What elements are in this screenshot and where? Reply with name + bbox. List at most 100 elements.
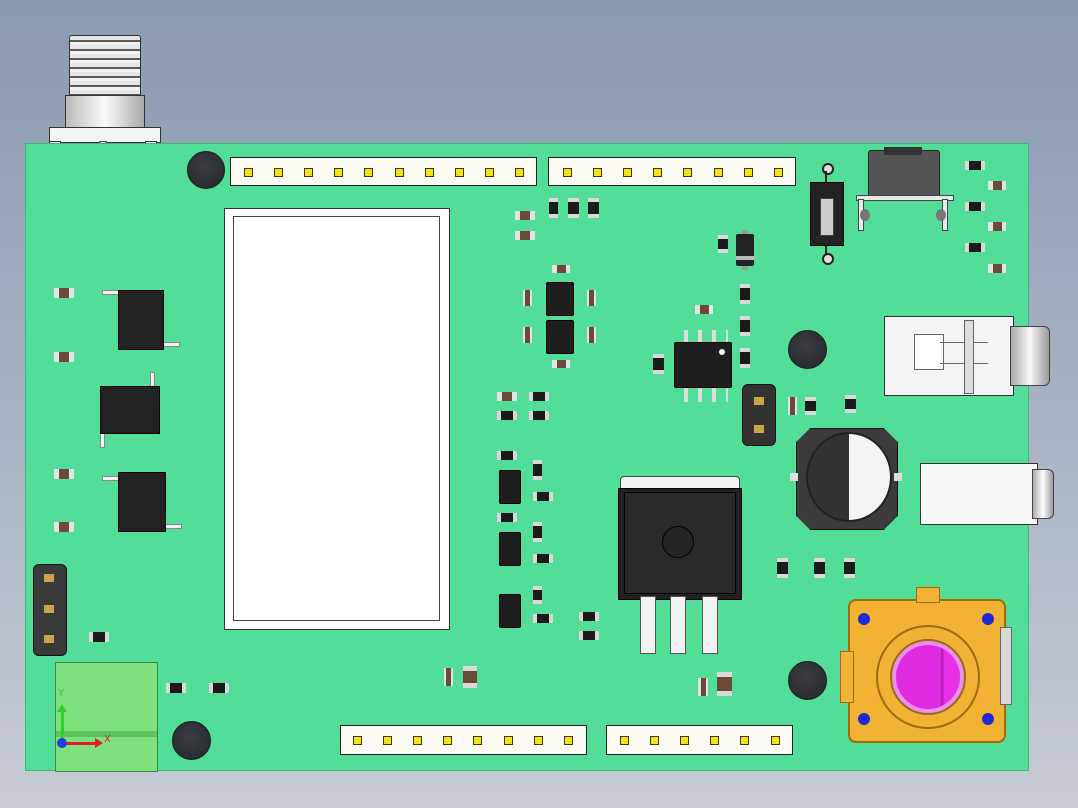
header-pin bbox=[353, 736, 362, 745]
header-pin bbox=[653, 168, 663, 177]
soic8-ic bbox=[672, 330, 734, 402]
sot23-transistor bbox=[499, 594, 521, 628]
audio-jack-icon[interactable] bbox=[920, 463, 1056, 525]
pin-header-2[interactable] bbox=[742, 384, 776, 446]
resistor bbox=[444, 668, 453, 686]
resistor bbox=[988, 222, 1006, 231]
header-pin bbox=[680, 736, 690, 745]
display-module[interactable] bbox=[224, 208, 450, 630]
header-pin bbox=[713, 168, 723, 177]
slide-switch-icon[interactable] bbox=[810, 163, 844, 265]
resistor bbox=[54, 522, 74, 532]
header-pin bbox=[424, 168, 434, 177]
mounting-hole-bottom-right bbox=[788, 661, 827, 700]
capacitor bbox=[529, 392, 550, 401]
header-pin bbox=[650, 736, 660, 745]
capacitor bbox=[533, 554, 554, 563]
header-pin bbox=[563, 168, 572, 177]
mounting-hole-top-left bbox=[187, 151, 225, 189]
coordinate-triad-icon: Y X bbox=[52, 686, 122, 756]
smd-diode bbox=[98, 372, 160, 448]
header-pin bbox=[443, 736, 453, 745]
audio-jack-icon[interactable] bbox=[884, 316, 1054, 396]
header-pin bbox=[773, 168, 783, 177]
resistor bbox=[988, 264, 1006, 273]
resistor bbox=[54, 288, 74, 298]
electrolytic-capacitor-icon bbox=[790, 428, 902, 530]
capacitor bbox=[814, 558, 825, 579]
smd-diode bbox=[102, 290, 180, 350]
capacitor bbox=[740, 348, 750, 369]
capacitor bbox=[579, 631, 600, 640]
pin-header-3[interactable] bbox=[33, 564, 67, 656]
resistor bbox=[497, 392, 517, 401]
pin-header-top-right[interactable] bbox=[548, 157, 796, 186]
capacitor bbox=[497, 411, 518, 420]
capacitor bbox=[965, 243, 986, 252]
capacitor bbox=[568, 198, 579, 219]
resistor bbox=[209, 683, 230, 693]
resistor bbox=[552, 265, 570, 273]
capacitor bbox=[717, 672, 732, 697]
capacitor bbox=[844, 558, 855, 579]
header-pin bbox=[683, 168, 693, 177]
resistor bbox=[515, 211, 535, 220]
resistor bbox=[695, 305, 713, 314]
header-pin bbox=[413, 736, 423, 745]
resistor bbox=[988, 181, 1006, 190]
header-pin bbox=[304, 168, 314, 177]
header-pin bbox=[533, 736, 543, 745]
sot23-transistor bbox=[499, 470, 521, 504]
capacitor bbox=[497, 513, 518, 522]
rotary-encoder-icon[interactable] bbox=[832, 587, 1020, 749]
pin-header-bottom-left[interactable] bbox=[340, 725, 587, 755]
capacitor bbox=[533, 492, 554, 501]
header-pin bbox=[593, 168, 603, 177]
capacitor bbox=[533, 522, 542, 543]
resistor bbox=[89, 632, 110, 642]
resistor bbox=[523, 327, 532, 343]
header-pin bbox=[484, 168, 494, 177]
header-pin bbox=[623, 168, 633, 177]
header-pin bbox=[274, 168, 284, 177]
capacitor bbox=[805, 397, 816, 416]
triad-y-label: Y bbox=[58, 688, 65, 699]
mounting-hole-mid-right bbox=[788, 330, 827, 369]
capacitor bbox=[533, 586, 542, 605]
header-pin bbox=[394, 168, 404, 177]
header-pin bbox=[244, 168, 253, 177]
capacitor bbox=[533, 460, 542, 481]
resistor bbox=[515, 231, 535, 240]
header-pin bbox=[743, 168, 753, 177]
pin-header-bottom-right[interactable] bbox=[606, 725, 793, 755]
header-pin bbox=[740, 736, 750, 745]
sot-transistor bbox=[546, 282, 574, 316]
terminal-block[interactable] bbox=[55, 662, 158, 772]
header-pin bbox=[563, 736, 573, 745]
header-pin bbox=[514, 168, 524, 177]
header-pin bbox=[770, 736, 780, 745]
triad-x-label: X bbox=[104, 734, 111, 745]
header-pin bbox=[620, 736, 629, 745]
capacitor bbox=[497, 451, 518, 460]
voltage-regulator-icon bbox=[618, 476, 742, 656]
capacitor bbox=[529, 411, 550, 420]
resistor bbox=[523, 290, 532, 306]
capacitor bbox=[588, 198, 599, 219]
capacitor bbox=[718, 235, 728, 254]
resistor bbox=[54, 352, 74, 362]
capacitor bbox=[533, 614, 554, 623]
resistor bbox=[166, 683, 187, 693]
capacitor bbox=[579, 612, 600, 621]
sot-transistor bbox=[546, 320, 574, 354]
capacitor bbox=[777, 558, 788, 579]
capacitor bbox=[845, 395, 856, 414]
resistor bbox=[587, 290, 596, 306]
sot23-transistor bbox=[499, 532, 521, 566]
header-pin bbox=[364, 168, 374, 177]
capacitor bbox=[965, 161, 986, 170]
smd-diode bbox=[736, 230, 754, 270]
tactile-switch-icon[interactable] bbox=[856, 145, 954, 235]
header-pin bbox=[383, 736, 393, 745]
